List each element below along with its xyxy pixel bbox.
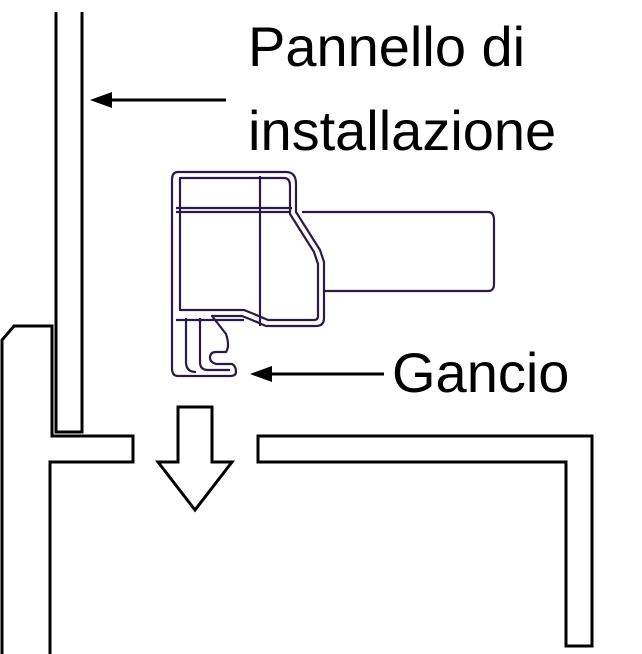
left-wall [0, 324, 135, 654]
panel-leader-arrow [90, 92, 226, 108]
hook-leader-arrow [250, 366, 384, 382]
hook-label: Gancio [392, 341, 570, 404]
installation-panel [54, 12, 84, 434]
installation-panel-label-line-1: Pannello di [248, 15, 526, 78]
installation-panel-label-line-2: installazione [248, 99, 557, 162]
hook-device [170, 170, 496, 378]
mounting-frame [256, 434, 594, 648]
down-arrow-icon [154, 405, 236, 513]
